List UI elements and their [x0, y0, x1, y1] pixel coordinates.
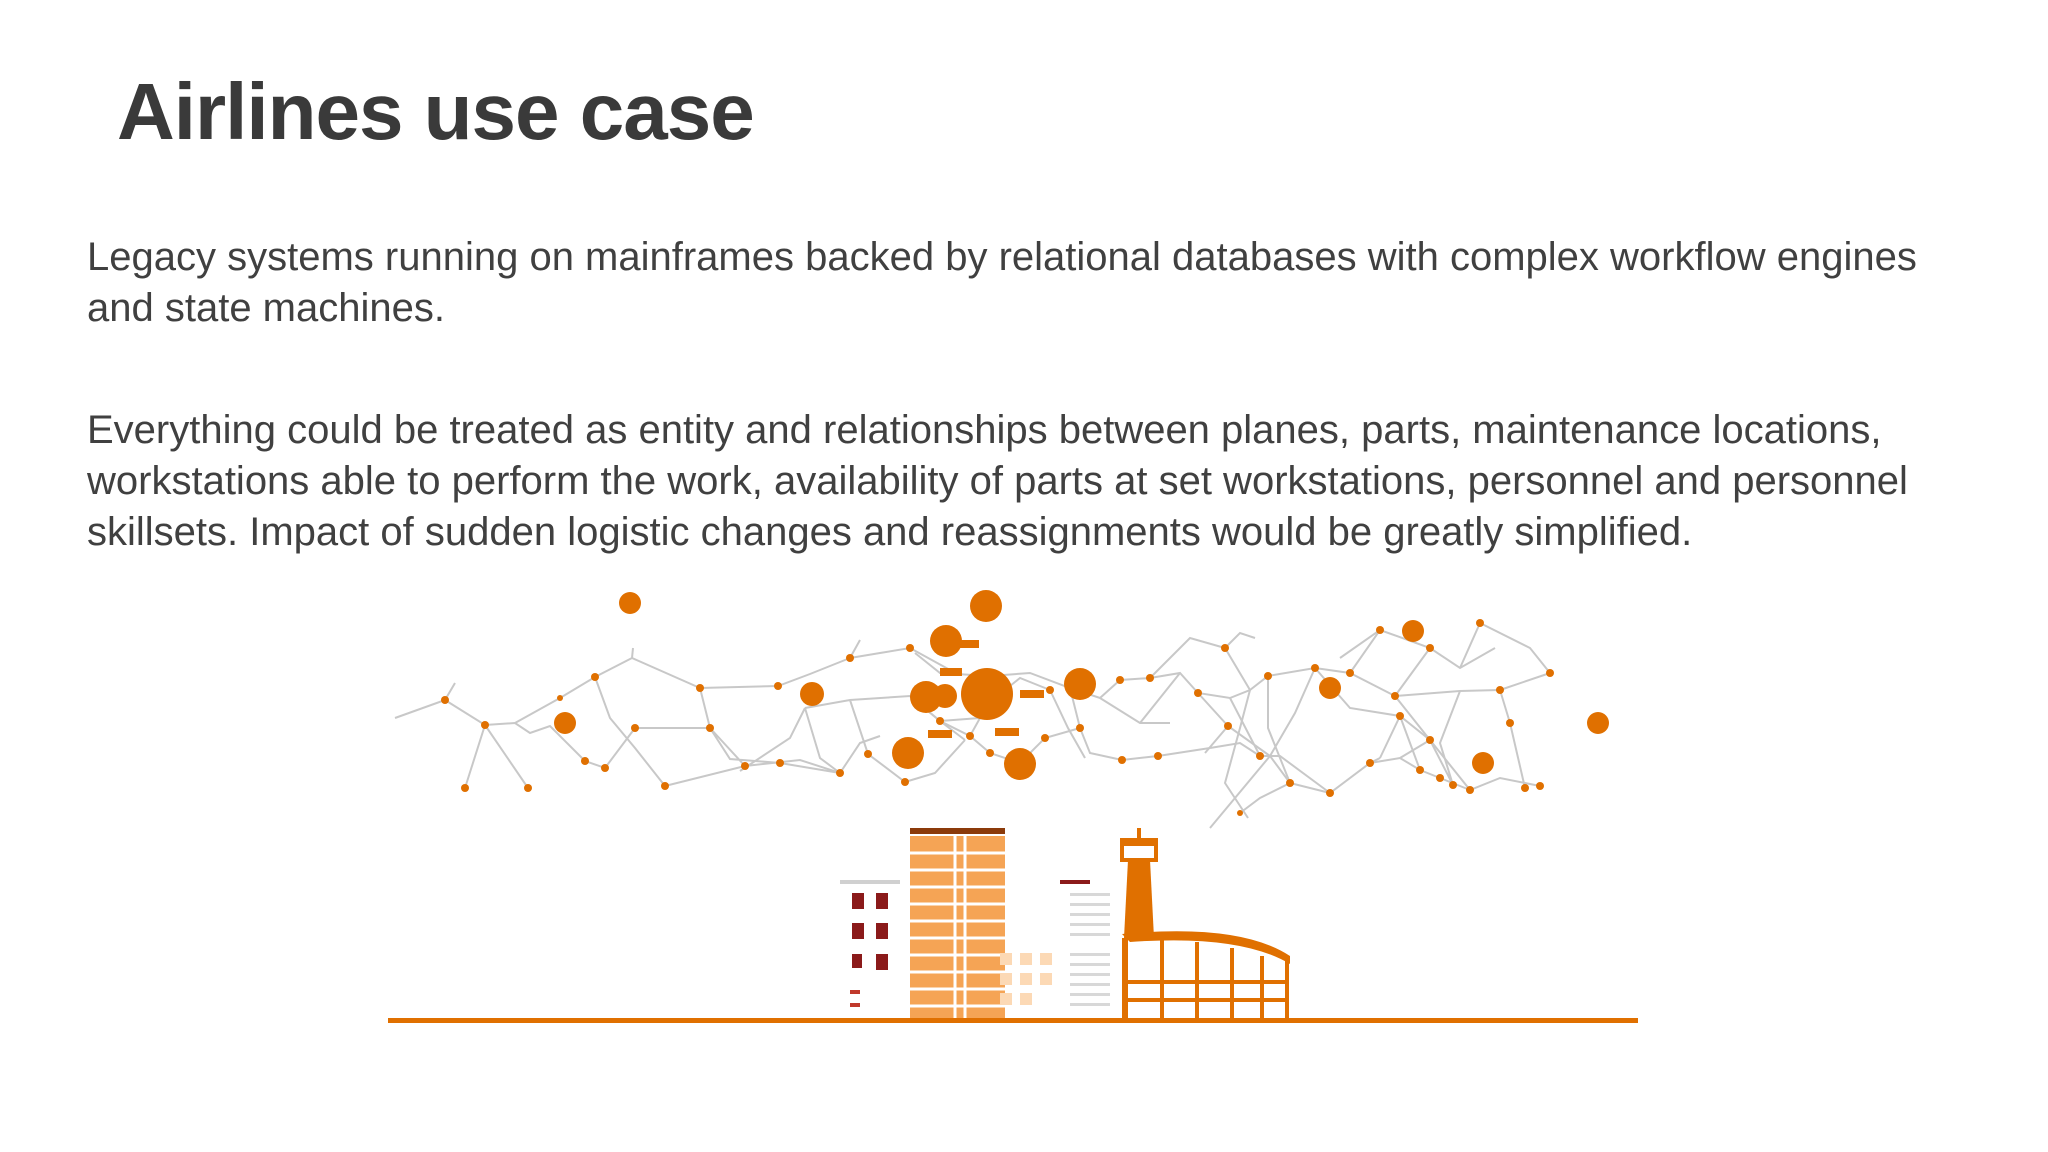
ground-line: [388, 1018, 1638, 1023]
tall-building: [910, 828, 1052, 1018]
network-airport-illustration: [380, 578, 1660, 1038]
illustration-svg: [380, 578, 1660, 1038]
paragraph-entities-relationships: Everything could be treated as entity an…: [87, 408, 1908, 554]
office-block: [1060, 880, 1110, 1006]
paragraph-legacy-systems: Legacy systems running on mainframes bac…: [87, 235, 1917, 330]
slide-title: Airlines use case: [117, 67, 755, 156]
network-nodes: [441, 590, 1609, 816]
small-building: [840, 880, 900, 1007]
airport-terminal: [1120, 828, 1290, 1018]
